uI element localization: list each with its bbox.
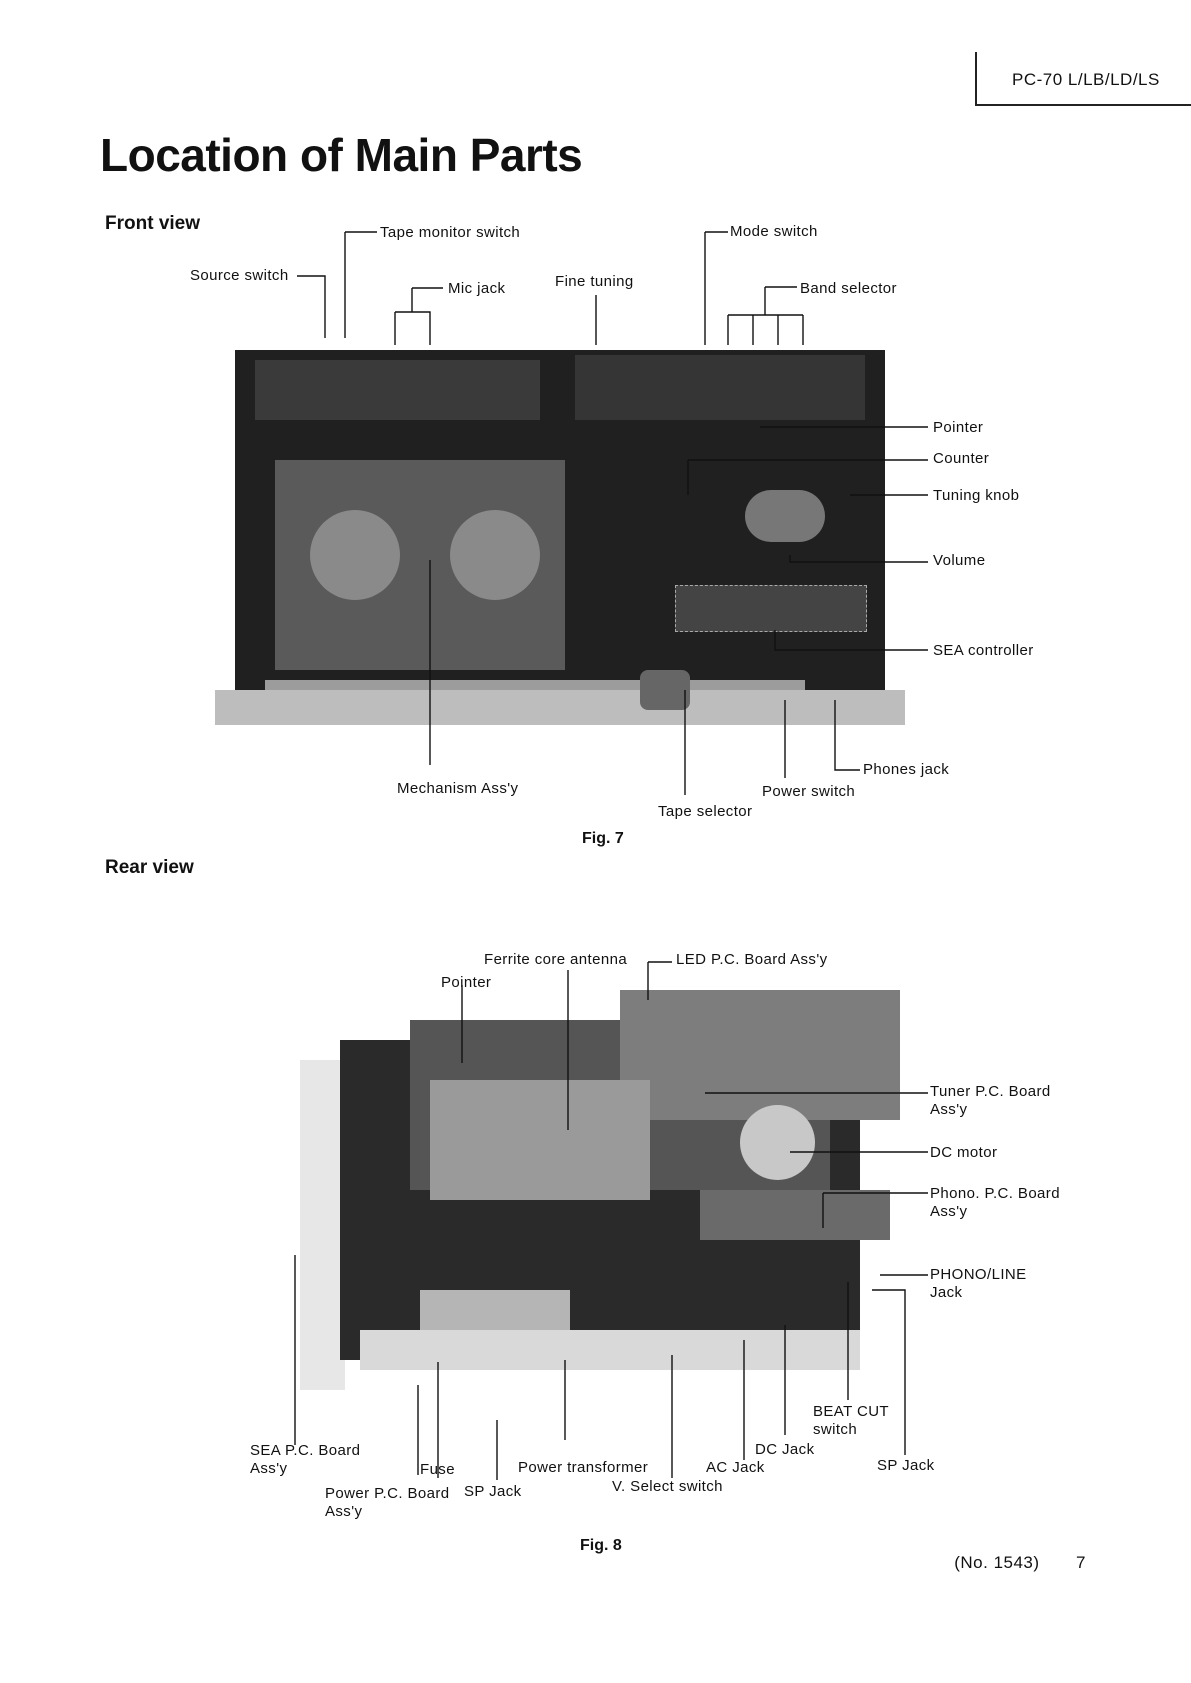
label-ac-jack: AC Jack — [706, 1459, 765, 1476]
label-phones-jack: Phones jack — [863, 761, 950, 778]
rear-view-heading: Rear view — [105, 857, 194, 878]
label-volume: Volume — [933, 552, 986, 569]
label-led-board: LED P.C. Board Ass'y — [676, 951, 828, 968]
label-power-board-line2: Ass'y — [325, 1503, 363, 1520]
label-mic-jack: Mic jack — [448, 280, 506, 297]
label-mode-switch: Mode switch — [730, 223, 818, 240]
label-sp-jack-right: SP Jack — [877, 1457, 935, 1474]
figure-7-caption: Fig. 7 — [582, 830, 624, 847]
figure-8-caption: Fig. 8 — [580, 1537, 622, 1554]
label-dc-motor: DC motor — [930, 1144, 998, 1161]
label-counter: Counter — [933, 450, 990, 467]
page-title: Location of Main Parts — [100, 129, 583, 181]
front-view-photo — [215, 350, 905, 725]
label-power-board-line1: Power P.C. Board — [325, 1485, 450, 1502]
label-tuner-board-line2: Ass'y — [930, 1101, 968, 1118]
page-number: 7 — [1076, 1553, 1086, 1572]
header-rule-vertical — [975, 52, 977, 106]
label-mechanism: Mechanism Ass'y — [397, 780, 519, 797]
label-sp-jack-left: SP Jack — [464, 1483, 522, 1500]
label-v-select-switch: V. Select switch — [612, 1478, 723, 1495]
front-view-heading: Front view — [105, 213, 201, 234]
label-pointer-rear: Pointer — [441, 974, 492, 991]
label-beat-cut-line2: switch — [813, 1421, 858, 1438]
label-power-transformer: Power transformer — [518, 1459, 649, 1476]
label-sea-board-line2: Ass'y — [250, 1460, 288, 1477]
label-tuner-board-line1: Tuner P.C. Board — [930, 1083, 1051, 1100]
label-sea-controller: SEA controller — [933, 642, 1034, 659]
label-phono-board-line1: Phono. P.C. Board — [930, 1185, 1060, 1202]
label-beat-cut-line1: BEAT CUT — [813, 1403, 889, 1420]
model-number: PC-70 L/LB/LD/LS — [1012, 70, 1160, 89]
label-ferrite-antenna: Ferrite core antenna — [484, 951, 628, 968]
label-phono-line-line1: PHONO/LINE — [930, 1266, 1027, 1283]
label-fuse: Fuse — [420, 1461, 455, 1478]
label-sea-board-line1: SEA P.C. Board — [250, 1442, 361, 1459]
label-phono-board-line2: Ass'y — [930, 1203, 968, 1220]
label-dc-jack: DC Jack — [755, 1441, 815, 1458]
label-tape-selector: Tape selector — [658, 803, 753, 820]
label-phono-line-line2: Jack — [930, 1284, 963, 1301]
document-number: (No. 1543) — [954, 1553, 1040, 1572]
label-pointer-front: Pointer — [933, 419, 984, 436]
label-tuning-knob: Tuning knob — [933, 487, 1020, 504]
page-footer: (No. 1543) 7 — [954, 1553, 1086, 1573]
label-fine-tuning: Fine tuning — [555, 273, 634, 290]
label-band-selector: Band selector — [800, 280, 897, 297]
header-rule-horizontal — [975, 104, 1191, 106]
label-power-switch: Power switch — [762, 783, 856, 800]
label-source-switch: Source switch — [190, 267, 289, 284]
label-tape-monitor-switch: Tape monitor switch — [380, 224, 521, 241]
